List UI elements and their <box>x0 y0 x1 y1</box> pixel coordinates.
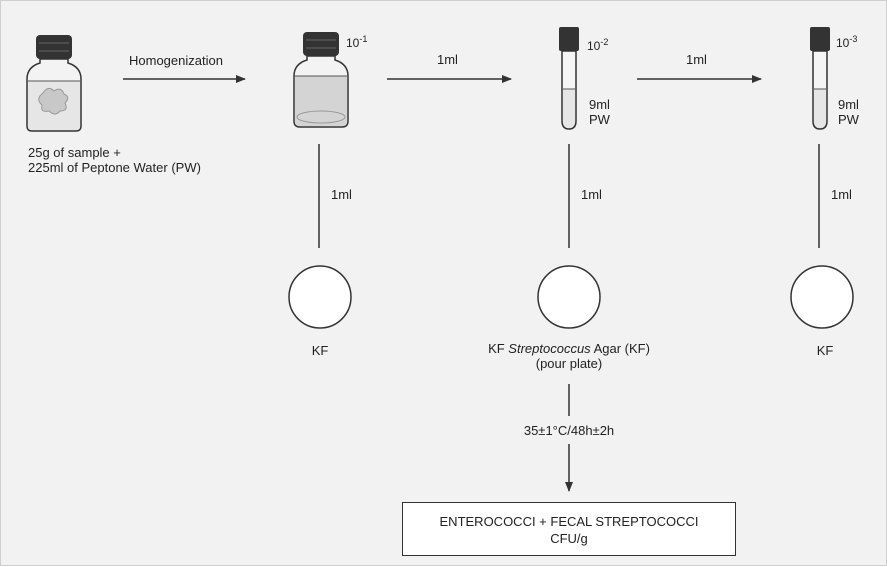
sample-line-2: 225ml of Peptone Water (PW) <box>28 160 201 175</box>
plate-label-middle: KF Streptococcus Agar (KF) (pour plate) <box>449 341 689 371</box>
result-line-2: CFU/g <box>550 531 588 546</box>
dilution-tube-2-cap <box>559 27 579 51</box>
dilution-label-1: 10-1 <box>346 34 368 50</box>
sample-description: 25g of sample + 225ml of Peptone Water (… <box>28 145 201 175</box>
plate-label-left: KF <box>311 343 329 358</box>
plating-label-2: 1ml <box>581 187 602 202</box>
result-line-1: ENTEROCOCCI + FECAL STREPTOCOCCI <box>439 514 699 529</box>
dilution-label-3: 10-3 <box>836 34 858 50</box>
dilution-tube-3-cap <box>810 27 830 51</box>
dilution-bottle-1-cap <box>303 32 339 56</box>
tube-2-volume: 9ml PW <box>589 97 610 127</box>
dilution-tube-2 <box>559 27 579 130</box>
transfer-label-2: 1ml <box>686 52 707 67</box>
homogenization-label: Homogenization <box>129 53 223 68</box>
transfer-label-1: 1ml <box>437 52 458 67</box>
dilution-label-2: 10-2 <box>587 37 609 53</box>
plating-label-1: 1ml <box>331 187 352 202</box>
petri-plate-right <box>790 265 854 329</box>
tube-2-volume-amount: 9ml <box>589 97 610 112</box>
sample-blob-icon <box>38 87 69 115</box>
tube-3-volume-amount: 9ml <box>838 97 859 112</box>
incubation-condition: 35±1°C/48h±2h <box>523 423 615 438</box>
plate-label-middle-line2: (pour plate) <box>535 356 603 371</box>
tube-3-volume: 9ml PW <box>838 97 859 127</box>
dilution-bottle-1 <box>293 32 349 128</box>
plating-label-3: 1ml <box>831 187 852 202</box>
plate-label-middle-line1: KF Streptococcus Agar (KF) <box>488 341 650 356</box>
plate-label-right: KF <box>816 343 834 358</box>
petri-plate-middle <box>537 265 601 329</box>
sample-bottle <box>26 35 82 132</box>
tube-3-volume-medium: PW <box>838 112 859 127</box>
dilution-tube-3 <box>810 27 830 130</box>
petri-plate-left <box>288 265 352 329</box>
result-box: ENTEROCOCCI + FECAL STREPTOCOCCI CFU/g <box>402 502 736 556</box>
sample-line-1: 25g of sample + <box>28 145 121 160</box>
tube-2-volume-medium: PW <box>589 112 610 127</box>
sample-bottle-cap <box>36 35 72 59</box>
